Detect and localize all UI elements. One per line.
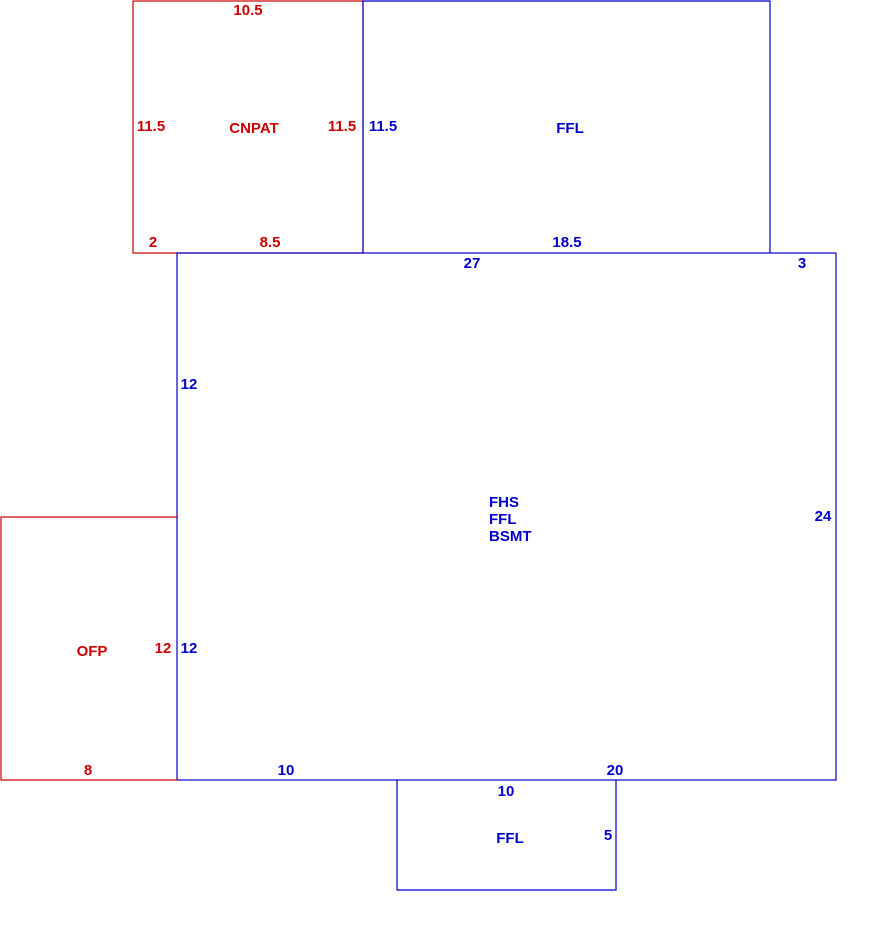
- ffl-bottom-outline: [396, 780, 617, 891]
- ffl-bottom-dim-top: 10: [498, 783, 515, 800]
- main-dim-right: 24: [815, 508, 832, 525]
- ffl-top-label: FFL: [556, 120, 584, 137]
- main-dim-left-upper: 12: [181, 376, 198, 393]
- main-label-fhs: FHS: [489, 494, 519, 511]
- main-dim-top-right: 3: [798, 255, 806, 272]
- cnpat-dim-right: 11.5: [328, 118, 356, 135]
- cnpat-dim-left: 11.5: [137, 118, 165, 135]
- main-dim-bottom-left: 10: [278, 762, 295, 779]
- ofp-dim-bottom: 8: [84, 762, 92, 779]
- cnpat-dim-bottom: 8.5: [260, 234, 281, 251]
- ffl-bottom-label: FFL: [496, 830, 524, 847]
- main-label-ffl: FFL: [489, 511, 517, 528]
- ffl-top-outline: [362, 0, 771, 253]
- ofp-label: OFP: [77, 643, 108, 660]
- ofp-outline: [0, 516, 177, 781]
- ffl-bottom-dim-right: 5: [604, 827, 612, 844]
- cnpat-dim-bottom-left: 2: [149, 234, 157, 251]
- main-label-bsmt: BSMT: [489, 528, 532, 545]
- main-dim-bottom: 20: [607, 762, 624, 779]
- main-dim-top: 27: [464, 255, 481, 272]
- ffl-top-dim-left: 11.5: [369, 118, 397, 135]
- main-dim-left-lower: 12: [181, 640, 198, 657]
- ffl-top-dim-bottom: 18.5: [552, 234, 581, 251]
- cnpat-dim-top: 10.5: [233, 2, 262, 19]
- cnpat-label: CNPAT: [229, 120, 278, 137]
- ofp-dim-right: 12: [155, 640, 172, 657]
